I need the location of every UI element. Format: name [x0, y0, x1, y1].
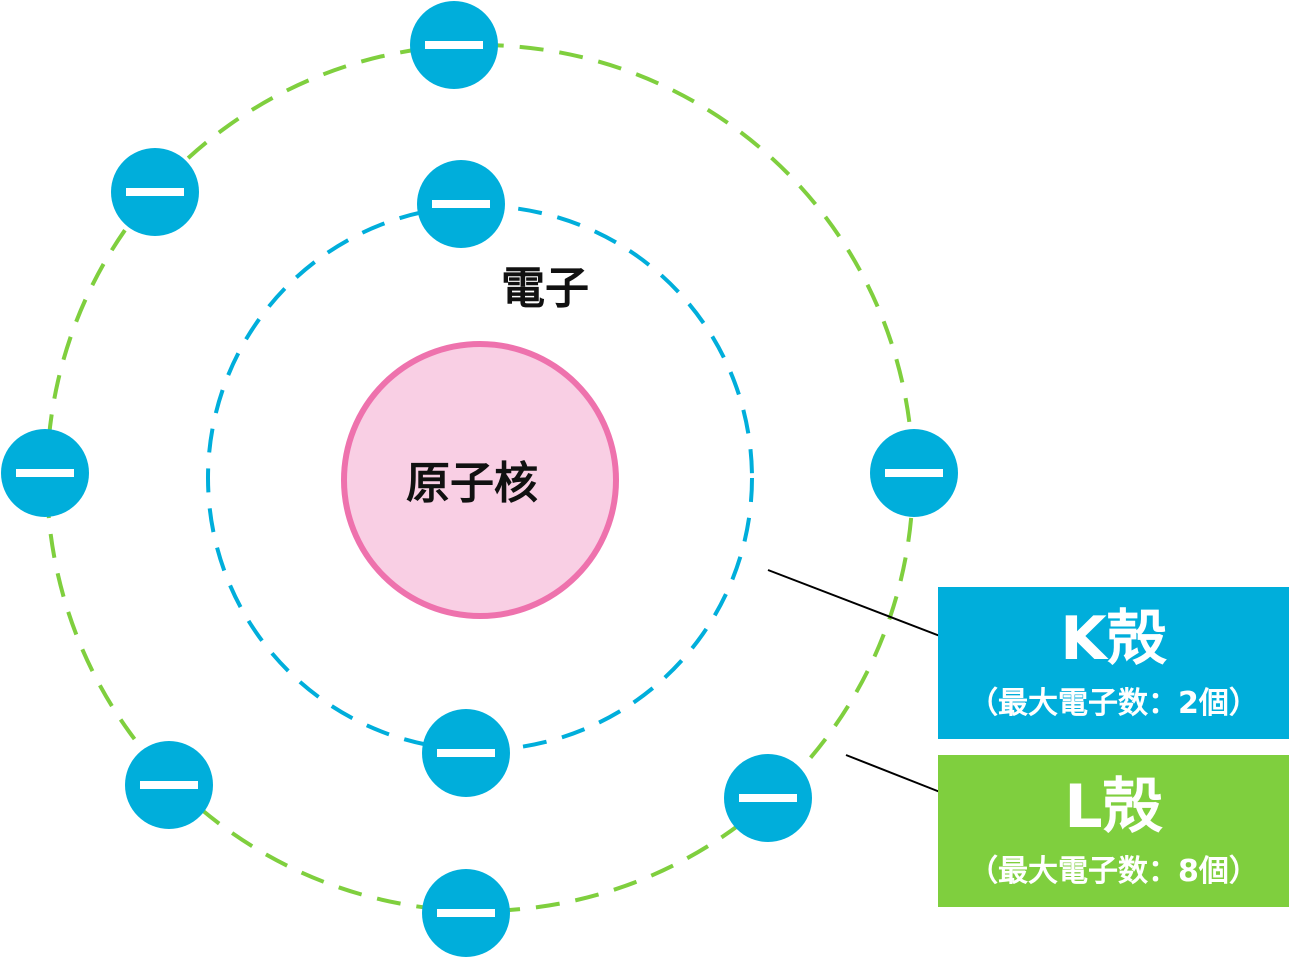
l-shell-label-box: L殻 （最大電子数：8個）	[938, 755, 1289, 907]
k-shell-leader-line	[767, 569, 941, 637]
l-shell-capacity: （最大電子数：8個）	[968, 854, 1259, 889]
k-shell-capacity: （最大電子数：2個）	[968, 686, 1259, 721]
minus-icon	[16, 469, 74, 477]
nucleus-label: 原子核	[406, 458, 538, 509]
l-shell-electron	[870, 429, 958, 517]
l-shell-electron	[111, 148, 199, 236]
l-shell-electron	[1, 429, 89, 517]
l-shell-electron	[125, 741, 213, 829]
l-shell-electron	[410, 1, 498, 89]
minus-icon	[140, 781, 198, 789]
k-shell-electron	[422, 709, 510, 797]
k-shell-label-box: K殻 （最大電子数：2個）	[938, 587, 1289, 739]
nucleus	[341, 341, 619, 619]
l-shell-electron	[422, 869, 510, 957]
minus-icon	[739, 794, 797, 802]
minus-icon	[437, 749, 495, 757]
k-shell-name: K殻	[1060, 604, 1167, 674]
l-shell-leader-line	[845, 754, 941, 793]
minus-icon	[432, 200, 490, 208]
minus-icon	[437, 909, 495, 917]
minus-icon	[425, 41, 483, 49]
minus-icon	[885, 469, 943, 477]
l-shell-name: L殻	[1064, 772, 1163, 842]
k-shell-electron	[417, 160, 505, 248]
electron-label: 電子	[501, 263, 589, 314]
l-shell-electron	[724, 754, 812, 842]
minus-icon	[126, 188, 184, 196]
